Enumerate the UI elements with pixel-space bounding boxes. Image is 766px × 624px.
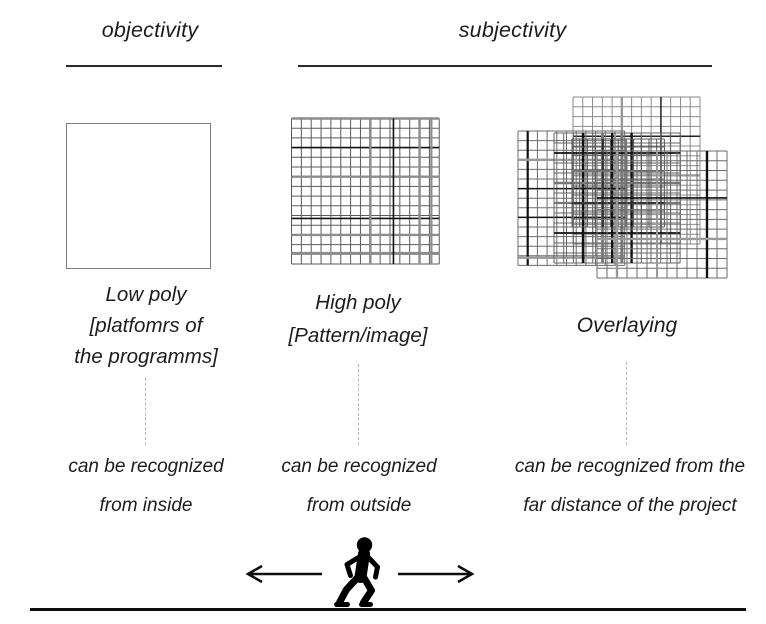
high-poly-label-line2: [Pattern/image]	[288, 324, 428, 347]
low-poly-description-line1: can be recognized	[68, 456, 224, 477]
header-objectivity: objectivity	[101, 18, 199, 42]
high-poly-label-line1: High poly	[315, 291, 401, 314]
low-poly-dashed-connector	[145, 378, 146, 445]
low-poly-square-figure	[66, 123, 211, 269]
subjectivity-underline	[298, 65, 712, 67]
ground-line	[30, 608, 746, 611]
overlaying-label-line1: Overlaying	[576, 314, 678, 337]
overlaying-description-line1: can be recognized from the	[514, 456, 746, 477]
overlaying-dashed-connector	[626, 362, 627, 445]
high-poly-description: can be recognized from outside	[249, 447, 469, 525]
high-poly-label: High poly [Pattern/image]	[253, 286, 463, 352]
low-poly-label-line1: Low poly	[105, 283, 187, 306]
header-subjectivity: subjectivity	[458, 18, 567, 42]
overlaying-description: can be recognized from the far distance …	[492, 447, 766, 525]
low-poly-description: can be recognized from inside	[36, 447, 256, 525]
overlaying-grids-figure	[517, 96, 728, 279]
high-poly-dashed-connector	[358, 364, 359, 445]
high-poly-grid-figure	[291, 117, 440, 265]
right-arrow-icon	[398, 564, 475, 584]
low-poly-label-line3: the programms]	[74, 345, 218, 368]
walking-person-icon	[334, 537, 380, 607]
high-poly-description-line1: can be recognized	[281, 456, 437, 477]
left-arrow-icon	[245, 564, 322, 584]
overlaying-label: Overlaying	[522, 310, 732, 341]
low-poly-label: Low poly [platfomrs of the programms]	[41, 279, 251, 372]
low-poly-description-line2: from inside	[99, 495, 193, 516]
high-poly-description-line2: from outside	[306, 495, 412, 516]
objectivity-underline	[66, 65, 222, 67]
overlaying-description-line2: far distance of the project	[523, 495, 737, 516]
low-poly-label-line2: [platfomrs of	[89, 314, 203, 337]
